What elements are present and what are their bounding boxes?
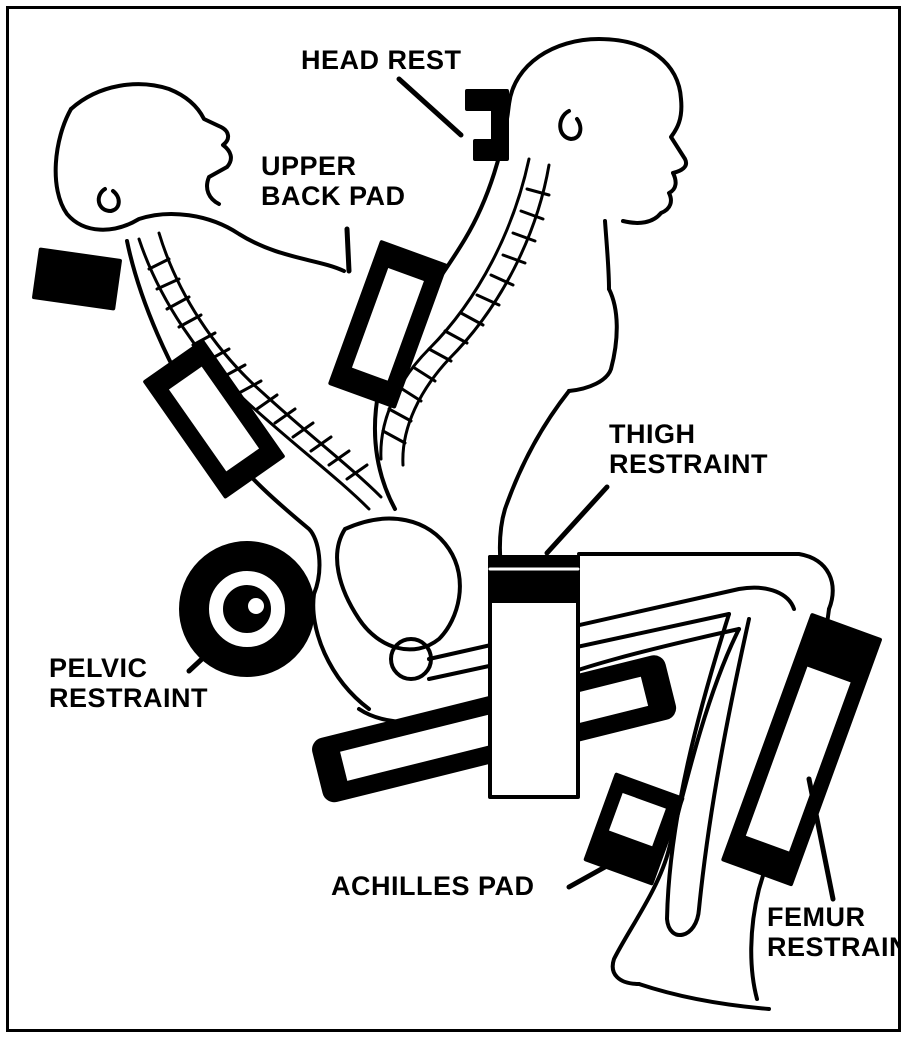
head-rest-label: HEAD REST — [301, 45, 462, 75]
femur-restraint-pad — [723, 615, 880, 884]
tibia-bone — [667, 614, 749, 935]
thigh-restraint-leader — [547, 487, 607, 553]
reclined-back-pad — [145, 342, 283, 497]
foot — [639, 984, 769, 1009]
upper-back-pad-leader — [347, 229, 349, 271]
pelvic-restraint-label: PELVIC RESTRAINT — [49, 653, 208, 713]
femur-restraint-label-line-1: FEMUR — [767, 902, 901, 932]
pelvis — [337, 519, 460, 650]
femur-bone — [429, 588, 794, 659]
upright-ear — [560, 111, 580, 139]
upper-back-pad-label: UPPER BACK PAD — [261, 151, 406, 211]
thigh-restraint-label: THIGH RESTRAINT — [609, 419, 768, 479]
reclined-ear — [99, 189, 119, 211]
upright-head-outline — [509, 39, 686, 223]
diagram-frame: HEAD REST UPPER BACK PAD THIGH RESTRAINT… — [6, 6, 901, 1032]
pelvic-restraint-label-line-1: PELVIC — [49, 653, 208, 683]
reclined-face — [71, 84, 231, 204]
achilles-pad-leader — [569, 867, 605, 887]
thigh-top — [579, 554, 833, 609]
pelvic-restraint-label-line-2: RESTRAINT — [49, 683, 208, 713]
upright-chest — [569, 289, 617, 391]
thigh-restraint-label-line-2: RESTRAINT — [609, 449, 768, 479]
upright-neck-front — [605, 221, 609, 289]
thigh-restraint-label-line-1: THIGH — [609, 419, 768, 449]
head-rest-leader — [399, 79, 461, 135]
thigh-restraint-post — [490, 557, 578, 797]
achilles-pad-label: ACHILLES PAD — [331, 871, 535, 901]
hip-joint — [391, 639, 431, 679]
upper-back-pad-label-line-1: UPPER — [261, 151, 406, 181]
reclined-head-pad — [34, 250, 120, 309]
head-rest-pad — [467, 91, 507, 159]
femur-restraint-label: FEMUR RESTRAINT — [767, 902, 901, 962]
femur-restraint-label-line-2: RESTRAINT — [767, 932, 901, 962]
upper-back-pad-label-line-2: BACK PAD — [261, 181, 406, 211]
